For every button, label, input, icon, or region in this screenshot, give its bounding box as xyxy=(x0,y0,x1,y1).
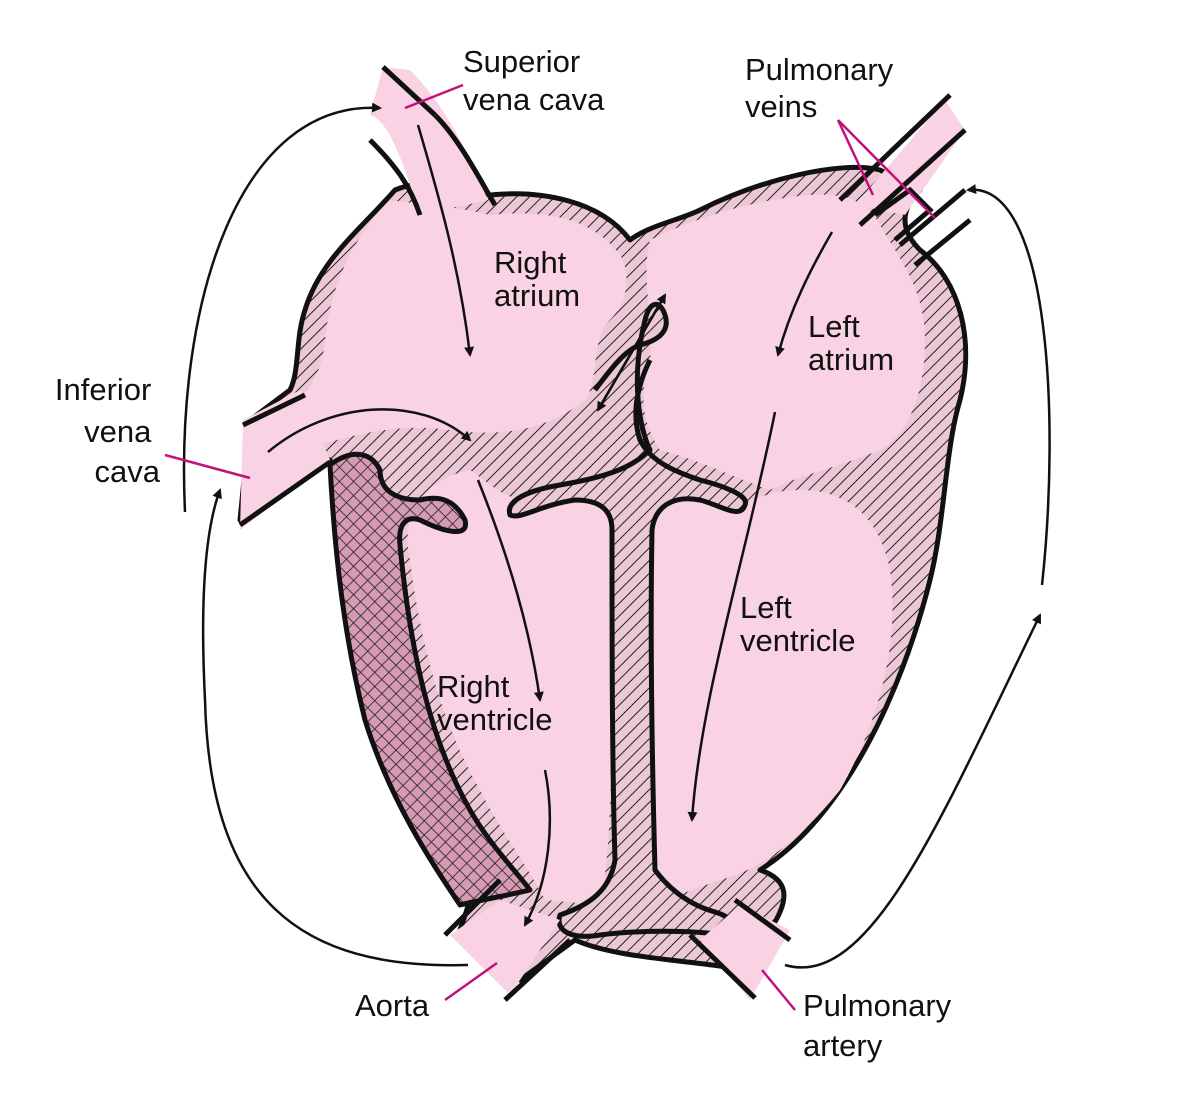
pa-wall-left xyxy=(688,933,757,1000)
ivc-flow-arrow xyxy=(267,408,472,453)
labels: Superior vena cava Pulmonary veins Right… xyxy=(55,44,960,1063)
right-ventricle-wall xyxy=(327,451,533,908)
leader-pulmonary-veins-a xyxy=(836,119,875,196)
pulmonary-flow-arrow-right xyxy=(784,613,1042,969)
inferior-vena-cava-lumen xyxy=(240,390,330,530)
pulmonary-vein-flow-arrow xyxy=(775,231,834,357)
right-ventricle-cavity xyxy=(407,470,613,905)
label-right-ventricle: Right ventricle xyxy=(437,669,552,737)
left-ventricle-cavity xyxy=(648,490,893,905)
left-atrium-cavity xyxy=(643,194,925,490)
pulmonary-veins-lumen xyxy=(855,100,965,215)
ivc-wall-lower xyxy=(238,459,332,528)
aorta-flow-arrow xyxy=(523,769,552,927)
svc-wall-inner xyxy=(433,113,498,207)
label-left-atrium: Left atrium xyxy=(808,309,894,377)
svc-wall-outer xyxy=(381,65,437,117)
leader-pulmonary-veins-b xyxy=(837,119,936,219)
leader-pulmonary-artery xyxy=(761,969,796,1011)
systemic-return-arrow-bottom xyxy=(201,488,469,967)
pv-branch-loop xyxy=(873,186,934,242)
pv-wall-1 xyxy=(838,93,952,202)
left-ventricle-flow-arrow xyxy=(687,411,777,822)
leader-aorta xyxy=(444,961,498,1002)
label-superior-vena-cava: Superior vena cava xyxy=(463,44,605,117)
superior-vena-cava-lumen xyxy=(370,67,488,215)
leader-lines xyxy=(164,83,936,1011)
vessel-outlines xyxy=(238,65,972,1002)
pv-wall-3 xyxy=(898,188,967,247)
systemic-return-arrow-top xyxy=(182,102,382,513)
right-ventricle-flow-arrow xyxy=(476,479,544,702)
svc-flow-arrow xyxy=(416,124,475,357)
right-atrium-cavity xyxy=(245,200,627,470)
ivc-wall-upper xyxy=(241,392,307,428)
pv-wall-2 xyxy=(858,128,967,227)
aorta-wall-left xyxy=(443,878,502,937)
flow-arrows xyxy=(182,102,1051,969)
label-inferior-vena-cava: Inferior vena cava xyxy=(55,372,161,489)
pa-wall-right xyxy=(733,897,792,943)
label-pulmonary-artery: Pulmonary artery xyxy=(803,988,960,1063)
atrial-shunt-arrow-down xyxy=(596,294,667,412)
label-left-ventricle: Left ventricle xyxy=(740,590,855,658)
pulmonary-return-arrow xyxy=(966,184,1051,586)
leader-superior-vena-cava xyxy=(404,83,464,110)
leader-inferior-vena-cava xyxy=(164,453,251,480)
label-pulmonary-veins: Pulmonary veins xyxy=(745,52,902,124)
aorta-wall-right xyxy=(503,938,572,1002)
pv-wall-4 xyxy=(913,218,972,267)
interventricular-septum xyxy=(506,301,748,939)
label-aorta: Aorta xyxy=(355,988,430,1023)
pulmonary-artery-lumen xyxy=(700,905,790,1000)
label-right-atrium: Right atrium xyxy=(494,245,580,313)
svc-wall-left xyxy=(368,138,423,216)
